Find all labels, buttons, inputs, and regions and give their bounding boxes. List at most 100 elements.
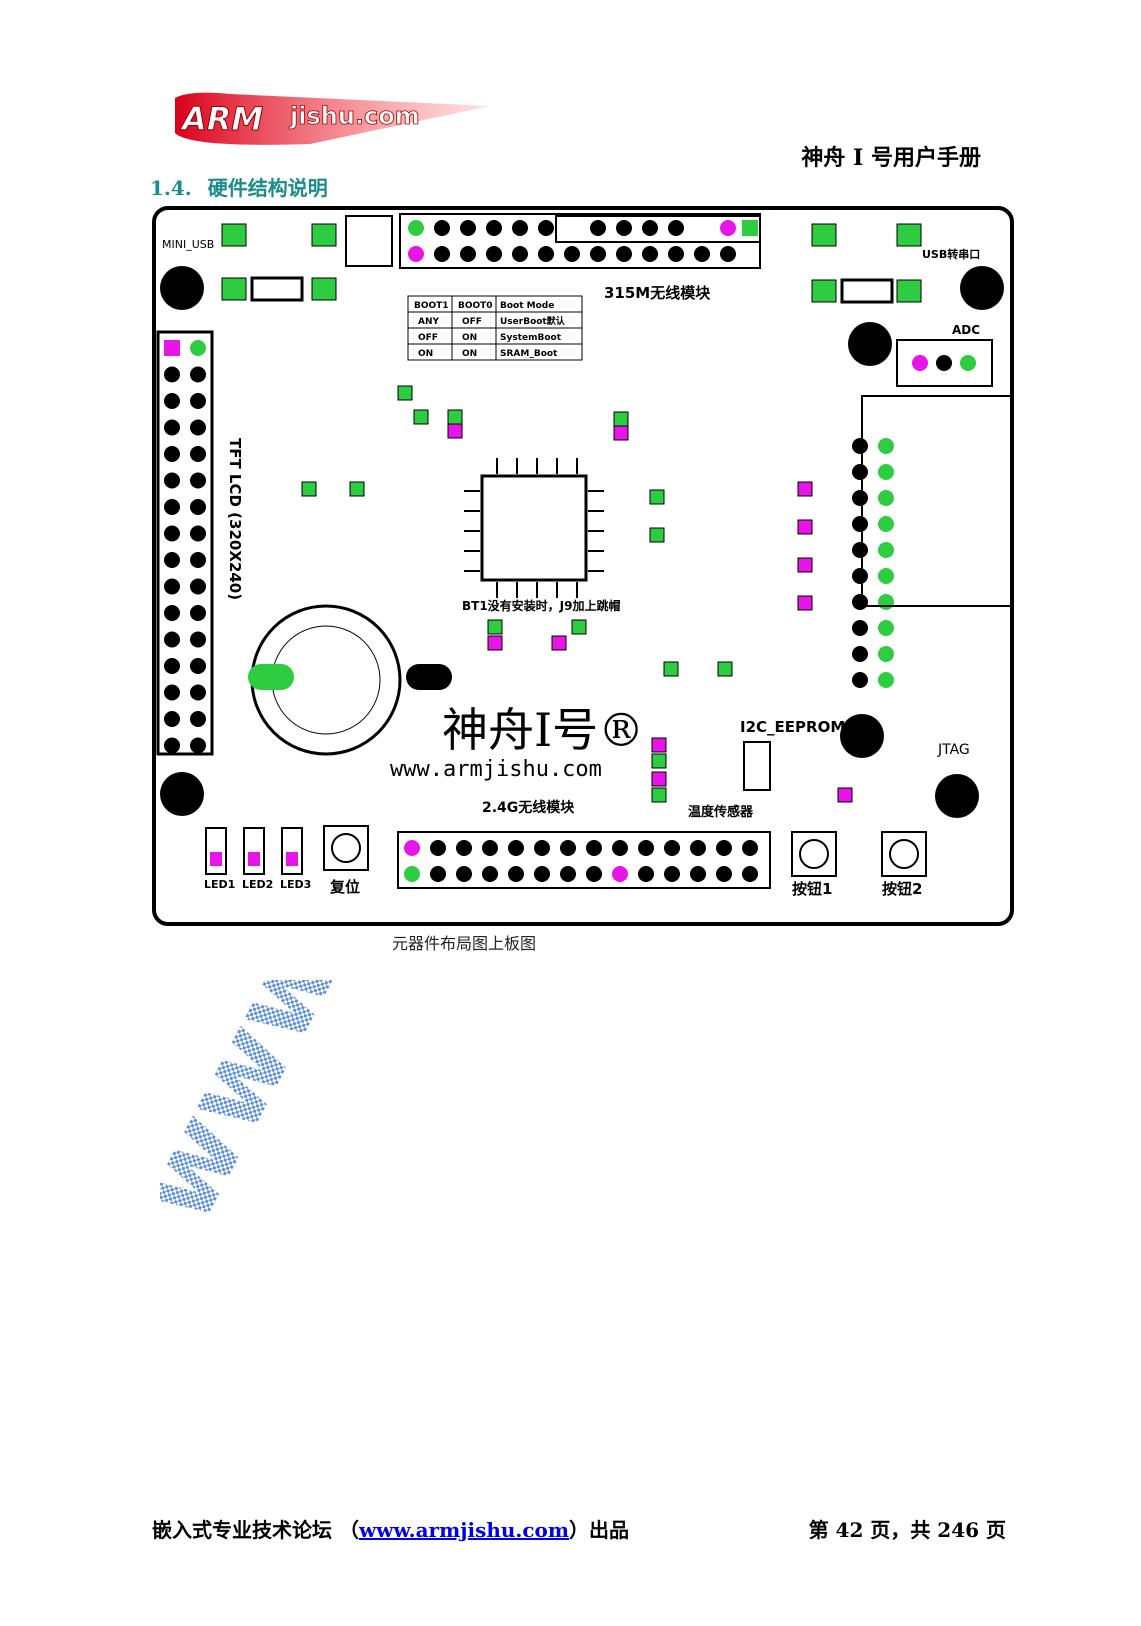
pin: [534, 866, 550, 882]
boot-col-mode: Boot Mode: [500, 301, 554, 311]
jtag-label: JTAG: [937, 742, 970, 758]
pin: [664, 840, 680, 856]
pin: [852, 672, 868, 688]
pin: [612, 866, 628, 882]
boot-row-2-mode: SystemBoot: [500, 333, 562, 343]
logo-rest: jishu.com: [289, 102, 420, 130]
pin: [164, 393, 180, 409]
pin: [852, 568, 868, 584]
pin: [482, 866, 498, 882]
pin: [878, 438, 894, 454]
watermark: www.ar: [160, 980, 443, 1240]
pin: [190, 366, 206, 383]
led3-label: LED3: [280, 878, 311, 891]
watermark-text: www.ar: [160, 980, 443, 1240]
boot-row-3-boot0: ON: [462, 349, 477, 359]
pin: [190, 605, 206, 621]
pin: [690, 866, 706, 882]
boot-row-3-boot1: ON: [418, 349, 433, 359]
pin: [878, 516, 894, 532]
pin: [190, 631, 206, 648]
bt1-note: BT1没有安装时，J9加上跳帽: [462, 598, 621, 613]
pin: [586, 866, 602, 882]
board-brand: 神舟I号®: [442, 703, 644, 757]
pin: [852, 646, 868, 662]
pin: [190, 525, 206, 542]
pin: [164, 711, 180, 727]
pin: [852, 516, 868, 532]
pin: [164, 578, 180, 595]
boot-col-boot1: BOOT1: [414, 301, 449, 311]
pin: [404, 840, 420, 856]
pin: [164, 446, 180, 462]
pin: [742, 840, 758, 856]
armjishu-logo: ARM jishu.com: [175, 92, 490, 145]
pin: [164, 605, 180, 621]
pin: [852, 594, 868, 610]
pin: [878, 594, 894, 610]
boot-row-1-boot1: ANY: [418, 317, 439, 327]
pin: [164, 552, 180, 568]
pin: [164, 737, 180, 754]
adc-label: ADC: [952, 323, 980, 337]
pin: [190, 419, 206, 436]
pin: [534, 840, 550, 856]
pin: [190, 552, 206, 568]
board-url: www.armjishu.com: [390, 757, 602, 782]
pin: [164, 684, 180, 701]
pin: [430, 840, 446, 856]
boot-col-boot0: BOOT0: [458, 301, 493, 311]
pin: [878, 542, 894, 558]
pin: [164, 631, 180, 648]
pin: [690, 840, 706, 856]
pin: [190, 393, 206, 409]
lcd-label: TFT LCD (320X240): [226, 438, 244, 600]
pin: [878, 672, 894, 688]
pin: [638, 866, 654, 882]
pin: [586, 840, 602, 856]
pin: [742, 866, 758, 882]
pin: [190, 446, 206, 462]
pin: [190, 499, 206, 515]
boot-row-2-boot1: OFF: [418, 333, 438, 343]
eeprom-label: I2C_EEPROM: [740, 718, 845, 736]
pin: [878, 620, 894, 636]
pin: [508, 840, 524, 856]
mini-usb-label: MINI_USB: [162, 238, 214, 251]
boot-row-2-boot0: ON: [462, 333, 477, 343]
pin: [852, 438, 868, 454]
reset-label: 复位: [329, 878, 360, 896]
pin: [190, 711, 206, 727]
pin: [164, 499, 180, 515]
pin: [878, 464, 894, 480]
led1-label: LED1: [204, 878, 235, 891]
footer-suffix: ）出品: [569, 1518, 630, 1542]
pin: [164, 366, 180, 383]
pin: [560, 866, 576, 882]
footer-link[interactable]: www.armjishu.com: [358, 1518, 570, 1542]
pin: [508, 866, 524, 882]
boot-row-3-mode: SRAM_Boot: [500, 349, 558, 359]
pin: [404, 866, 420, 882]
boot-row-1-mode: UserBoot默认: [500, 315, 566, 327]
pin: [878, 490, 894, 506]
pin: [852, 620, 868, 636]
header-title: 神舟 I 号用户手册: [801, 145, 981, 171]
pin: [190, 658, 206, 674]
section-title: 硬件结构说明: [207, 176, 328, 200]
pin: [664, 866, 680, 882]
module-24g-label: 2.4G无线模块: [482, 799, 575, 816]
module-315-label: 315M无线模块: [604, 284, 711, 302]
button2-label: 按钮2: [882, 880, 922, 898]
pin: [612, 840, 628, 856]
pin: [560, 840, 576, 856]
pin: [878, 646, 894, 662]
pin: [852, 490, 868, 506]
button1-label: 按钮1: [792, 880, 832, 898]
pin: [852, 464, 868, 480]
pin: [852, 542, 868, 558]
pin: [164, 525, 180, 542]
board-layout-diagram: MINI_USB USB转串口 315M无线模块 BOOT1 BOOT0 Boo…: [152, 206, 1014, 926]
pin: [164, 472, 180, 489]
pin: [164, 658, 180, 674]
